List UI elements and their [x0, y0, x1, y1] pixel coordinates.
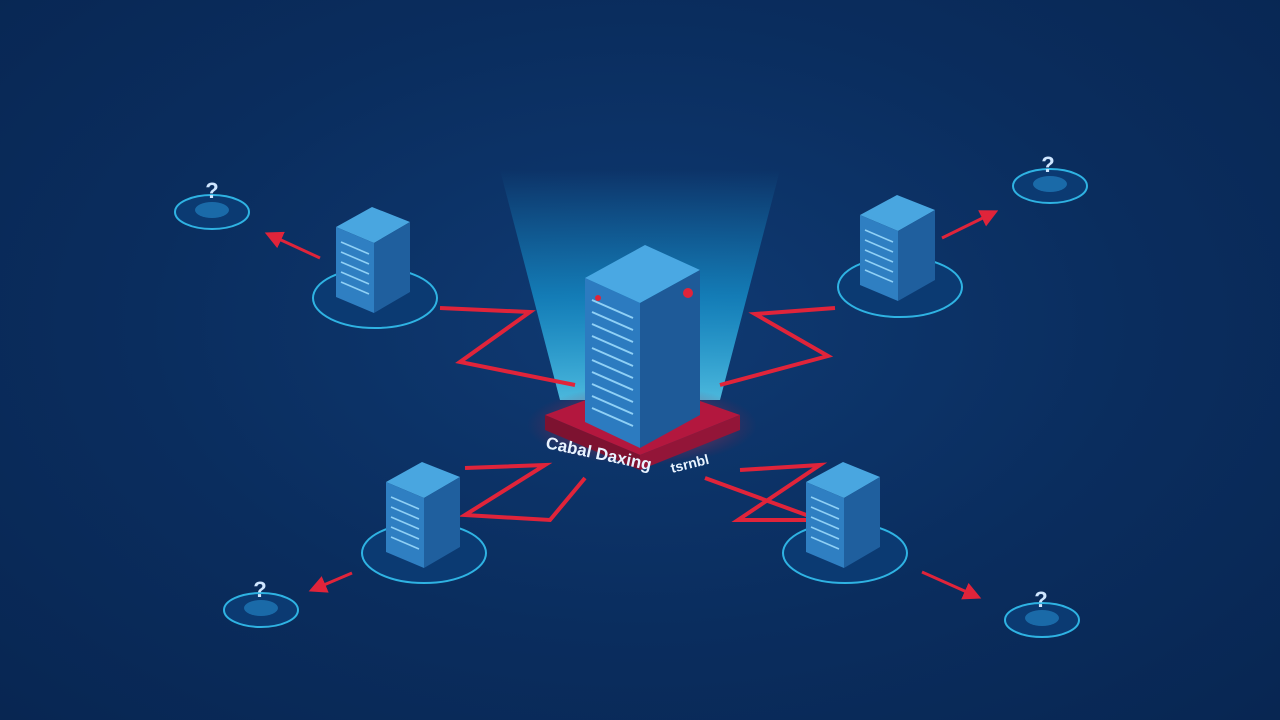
link-bottom-right	[704, 462, 828, 522]
question-mark-icon: ?	[205, 178, 218, 203]
link-top-right	[719, 306, 836, 387]
arrows	[264, 210, 999, 600]
central-server	[585, 245, 700, 448]
arrow-top-right	[941, 210, 999, 240]
central-server-top	[585, 245, 700, 303]
unknown-endpoint-bottom-right: ?	[1004, 587, 1080, 638]
unknown-endpoint-top-right: ?	[1012, 152, 1088, 204]
status-light-icon	[683, 288, 693, 298]
question-mark-icon: ?	[1041, 152, 1054, 177]
server-top-right	[837, 195, 963, 318]
server-bottom-left	[361, 462, 487, 584]
server-top-left	[312, 207, 438, 329]
question-mark-icon: ?	[1034, 587, 1047, 612]
arrow-top-left	[264, 231, 321, 260]
central-server-side	[640, 270, 700, 448]
server-bottom-right	[782, 462, 908, 584]
arrow-bottom-left	[308, 571, 353, 593]
central-server-front	[585, 278, 640, 448]
arrow-bottom-right	[921, 570, 982, 600]
link-bottom-left	[458, 462, 587, 523]
question-mark-icon: ?	[253, 577, 266, 602]
unknown-endpoint-bottom-left: ?	[223, 577, 299, 628]
link-top-left	[439, 306, 576, 387]
unknown-endpoint-top-left: ?	[174, 178, 250, 230]
links	[439, 306, 836, 523]
status-light-icon	[595, 295, 601, 301]
